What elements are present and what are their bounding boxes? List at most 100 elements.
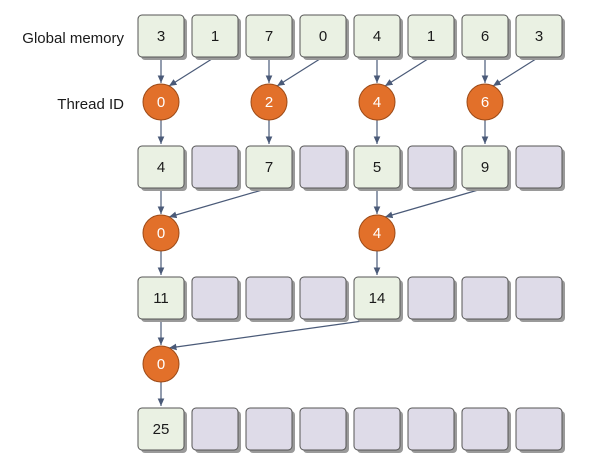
memory-cell [191, 276, 241, 322]
memory-cell: 11 [137, 276, 187, 322]
memory-cell: 1 [191, 14, 241, 60]
memory-cell-value: 11 [153, 290, 169, 307]
memory-cell [245, 407, 295, 453]
memory-cell-value: 3 [535, 28, 543, 45]
memory-cell-box [299, 407, 347, 451]
arrow [168, 56, 216, 87]
arrow [276, 56, 324, 87]
thread-circle [142, 83, 180, 121]
memory-cell [299, 145, 349, 191]
memory-cell-box [353, 276, 401, 320]
memory-cell-box [299, 276, 347, 320]
memory-cell-box [461, 145, 509, 189]
memory-cell [407, 276, 457, 322]
memory-cell: 14 [353, 276, 403, 322]
thread-node: 0 [142, 214, 180, 252]
thread-circle [466, 83, 504, 121]
memory-cell [191, 145, 241, 191]
memory-cell-box [299, 145, 347, 189]
memory-cell-box [191, 14, 239, 58]
memory-cell-box [191, 276, 239, 320]
thread-node: 4 [358, 214, 396, 252]
memory-cell [407, 407, 457, 453]
memory-cell-value: 14 [369, 290, 386, 307]
thread-circle [358, 214, 396, 252]
memory-cell [461, 407, 511, 453]
memory-cell-box [299, 14, 347, 58]
memory-cell [299, 407, 349, 453]
thread-id-value: 4 [373, 225, 381, 242]
memory-cell-box [245, 407, 293, 451]
arrow [384, 187, 486, 219]
memory-cell: 25 [137, 407, 187, 453]
memory-cell: 4 [353, 14, 403, 60]
memory-cell-box [353, 145, 401, 189]
memory-cell-box [245, 145, 293, 189]
memory-cell-box [515, 14, 563, 58]
memory-cell-box [515, 145, 563, 189]
memory-cell [407, 145, 457, 191]
thread-id-value: 0 [157, 94, 165, 111]
thread-node: 6 [466, 83, 504, 121]
memory-cell-box [137, 407, 185, 451]
arrow [168, 187, 270, 219]
memory-cell-box [461, 407, 509, 451]
arrow [384, 56, 432, 87]
memory-cell [515, 407, 565, 453]
thread-circle [142, 345, 180, 383]
memory-cell [191, 407, 241, 453]
memory-cell-value: 0 [319, 28, 327, 45]
memory-cell-value: 1 [427, 28, 435, 45]
memory-cell: 7 [245, 145, 295, 191]
memory-cell-box [137, 276, 185, 320]
memory-cell-value: 7 [265, 159, 273, 176]
thread-circle [358, 83, 396, 121]
thread-node: 2 [250, 83, 288, 121]
memory-cell [515, 276, 565, 322]
memory-cell-box [191, 145, 239, 189]
memory-cell-box [191, 407, 239, 451]
memory-cell-value: 6 [481, 28, 489, 45]
memory-cell [245, 276, 295, 322]
memory-cell-value: 1 [211, 28, 219, 45]
memory-cell [353, 407, 403, 453]
memory-cell-box [461, 14, 509, 58]
thread-node: 0 [142, 83, 180, 121]
memory-cell: 7 [245, 14, 295, 60]
arrows-layer [157, 56, 540, 406]
memory-cell-value: 3 [157, 28, 165, 45]
thread-id-value: 4 [373, 94, 381, 111]
memory-cell [461, 276, 511, 322]
memory-cell-value: 4 [373, 28, 381, 45]
memory-cell: 9 [461, 145, 511, 191]
arrow [168, 318, 378, 351]
memory-cell-box [407, 407, 455, 451]
thread-id-value: 2 [265, 94, 273, 111]
memory-cell-box [245, 276, 293, 320]
memory-cell: 6 [461, 14, 511, 60]
thread-id-value: 6 [481, 94, 489, 111]
memory-cell-box [407, 276, 455, 320]
thread-id-value: 0 [157, 225, 165, 242]
memory-cell-box [137, 14, 185, 58]
memory-cell: 4 [137, 145, 187, 191]
global-memory-label: Global memory [22, 30, 124, 47]
memory-cell [299, 276, 349, 322]
memory-cell: 3 [137, 14, 187, 60]
memory-cell-box [245, 14, 293, 58]
thread-circle [142, 214, 180, 252]
memory-cell-value: 7 [265, 28, 273, 45]
memory-cell-value: 25 [153, 421, 170, 438]
memory-cell: 3 [515, 14, 565, 60]
memory-cell [515, 145, 565, 191]
memory-cell-value: 9 [481, 159, 489, 176]
thread-node: 4 [358, 83, 396, 121]
memory-cell-box [353, 14, 401, 58]
memory-cell-box [515, 276, 563, 320]
arrow [492, 56, 540, 87]
memory-cell-box [515, 407, 563, 451]
